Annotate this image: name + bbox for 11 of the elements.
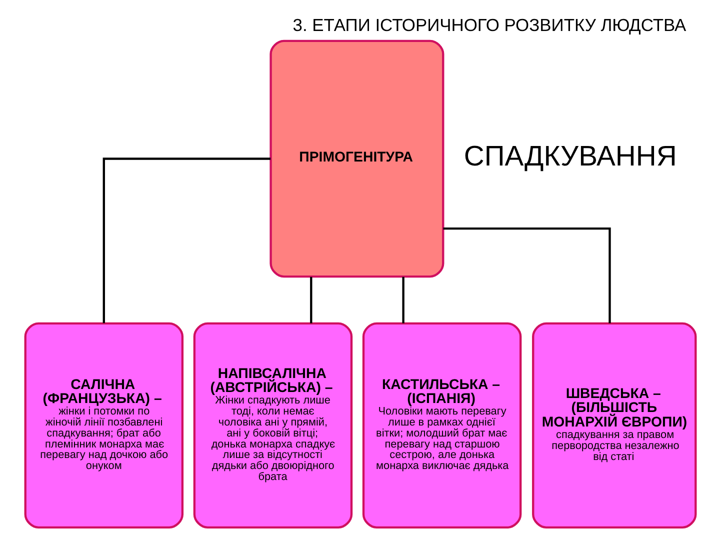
connector bbox=[102, 158, 270, 324]
node-box: ШВЕДСЬКА – (БІЛЬШІСТЬ МОНАРХІЙ ЄВРОПИ) спадкування за правом первородства незалежно від статі bbox=[532, 322, 696, 528]
label: СПАДКУВАННЯ bbox=[463, 140, 676, 173]
connector bbox=[442, 227, 610, 324]
connector bbox=[310, 276, 312, 324]
node-box: КАСТИЛЬСЬКА – (ІСПАНІЯ) Чоловіки мають перевагу лише в рамках однієї вітки; молодший брат має перевагу над старшою сестрою, але донька монарха виключає дядька bbox=[362, 322, 522, 528]
connector bbox=[402, 276, 404, 324]
node-box: САЛІЧНА (ФРАНЦУЗЬКА) – жінки і потомки по жіночій лінії позбавлені спадкування; брат або племінник монарха має перевагу над дочкою або онуком bbox=[24, 322, 184, 528]
diagram-title: 3. ЕТАПИ ІСТОРИЧНОГО РОЗВИТКУ ЛЮДСТВА bbox=[292, 14, 686, 35]
node-box: ПРІМОГЕНІТУРА bbox=[269, 40, 444, 278]
node-box: НАПІВСАЛІЧНА (АВСТРІЙСЬКА) – Жінки спадкують лише тоді, коли немає чоловіка ані у прямій, ані у боковій вітці; донька монарха спадкує лише за відсутності дядьки або двоюрідного брата bbox=[192, 322, 352, 528]
